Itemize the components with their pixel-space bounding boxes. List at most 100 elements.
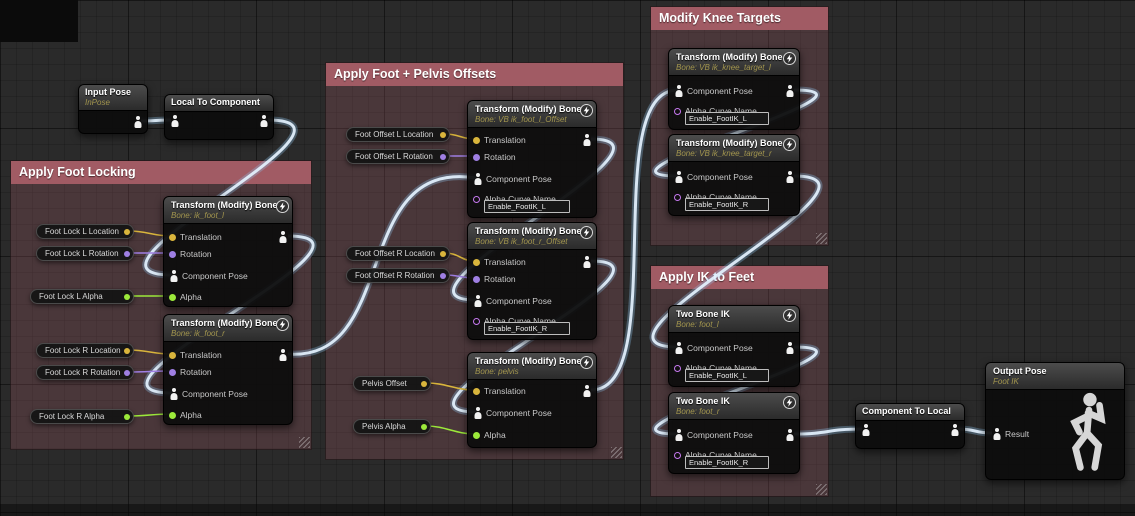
comment-header[interactable]: Apply Foot Locking bbox=[11, 161, 311, 184]
pin-pose-input[interactable] bbox=[170, 114, 179, 128]
node-transform-modify-bone-vb-ik-knee-target-r[interactable]: Transform (Modify) Bone Bone: VB ik_knee… bbox=[668, 134, 800, 216]
node-component-to-local[interactable]: Component To Local bbox=[855, 403, 965, 449]
pin-translation[interactable]: Translation bbox=[169, 348, 222, 362]
pin-component-pose[interactable]: Component Pose bbox=[169, 269, 248, 283]
node-transform-modify-bone-vb-ik-knee-target-l[interactable]: Transform (Modify) Bone Bone: VB ik_knee… bbox=[668, 48, 800, 130]
pin-alpha[interactable]: Alpha bbox=[473, 428, 506, 442]
float-pin-icon[interactable] bbox=[124, 293, 130, 300]
variable-foot-offset-r-rotation[interactable]: Foot Offset R Rotation bbox=[346, 268, 450, 283]
alpha-curve-name-input[interactable] bbox=[484, 322, 570, 335]
pin-alpha-curve-name[interactable]: Alpha Curve Name bbox=[674, 104, 757, 118]
pin-pose-output[interactable] bbox=[278, 230, 287, 244]
pin-result[interactable]: Result bbox=[992, 427, 1029, 441]
pin-pose-output[interactable] bbox=[259, 114, 268, 128]
node-input-pose[interactable]: Input Pose InPose bbox=[78, 84, 148, 134]
alpha-curve-name-input[interactable] bbox=[685, 112, 769, 125]
pin-translation[interactable]: Translation bbox=[473, 133, 526, 147]
pin-pose-output[interactable] bbox=[582, 384, 591, 398]
rotator-pin-icon[interactable] bbox=[440, 272, 446, 279]
node-two-bone-ik-foot-r[interactable]: Two Bone IK Bone: foot_r Component Pose … bbox=[668, 392, 800, 474]
variable-foot-offset-l-location[interactable]: Foot Offset L Location bbox=[346, 127, 450, 142]
pin-alpha[interactable]: Alpha bbox=[169, 408, 202, 422]
alpha-curve-name-input[interactable] bbox=[484, 200, 570, 213]
pin-alpha-curve-name[interactable]: Alpha Curve Name bbox=[473, 314, 556, 328]
node-two-bone-ik-foot-l[interactable]: Two Bone IK Bone: foot_l Component Pose … bbox=[668, 305, 800, 387]
comment-header[interactable]: Modify Knee Targets bbox=[651, 7, 828, 30]
pin-pose-output[interactable] bbox=[582, 133, 591, 147]
pin-pose-output[interactable] bbox=[950, 423, 959, 437]
variable-foot-lock-r-alpha[interactable]: Foot Lock R Alpha bbox=[30, 409, 134, 424]
name-pin-icon bbox=[674, 451, 681, 459]
node-title: Input Pose bbox=[85, 87, 132, 97]
pin-alpha[interactable]: Alpha bbox=[169, 290, 202, 304]
pin-component-pose[interactable]: Component Pose bbox=[674, 170, 753, 184]
variable-foot-lock-l-rotation[interactable]: Foot Lock L Rotation bbox=[36, 246, 134, 261]
variable-foot-lock-r-location[interactable]: Foot Lock R Location bbox=[36, 343, 134, 358]
node-transform-modify-bone-pelvis[interactable]: Transform (Modify) Bone Bone: pelvis Tra… bbox=[467, 352, 597, 448]
pin-component-pose[interactable]: Component Pose bbox=[674, 341, 753, 355]
float-pin-icon[interactable] bbox=[421, 423, 427, 430]
pin-rotation[interactable]: Rotation bbox=[169, 365, 212, 379]
variable-foot-offset-r-location[interactable]: Foot Offset R Location bbox=[346, 246, 450, 261]
comment-header[interactable]: Apply Foot + Pelvis Offsets bbox=[326, 63, 623, 86]
pin-rotation[interactable]: Rotation bbox=[473, 272, 516, 286]
pin-label: Alpha bbox=[180, 292, 202, 302]
variable-pelvis-offset[interactable]: Pelvis Offset bbox=[353, 376, 431, 391]
vector-pin-icon[interactable] bbox=[124, 347, 130, 354]
variable-foot-offset-l-rotation[interactable]: Foot Offset L Rotation bbox=[346, 149, 450, 164]
node-header: Two Bone IK Bone: foot_r bbox=[669, 393, 799, 420]
node-local-to-component[interactable]: Local To Component bbox=[164, 94, 274, 140]
pin-pose-output[interactable] bbox=[785, 341, 794, 355]
pin-translation[interactable]: Translation bbox=[169, 230, 222, 244]
pin-pose-output[interactable] bbox=[133, 115, 142, 129]
node-transform-modify-bone-ik-foot-l[interactable]: Transform (Modify) Bone Bone: ik_foot_l … bbox=[163, 196, 293, 307]
alpha-curve-name-input[interactable] bbox=[685, 456, 769, 469]
node-output-pose[interactable]: Output Pose Foot IK Result bbox=[985, 362, 1125, 480]
pin-pose-output[interactable] bbox=[278, 348, 287, 362]
variable-pelvis-alpha[interactable]: Pelvis Alpha bbox=[353, 419, 431, 434]
alpha-curve-name-input[interactable] bbox=[685, 369, 769, 382]
pin-pose-output[interactable] bbox=[785, 170, 794, 184]
pin-pose-input[interactable] bbox=[861, 423, 870, 437]
variable-foot-lock-r-rotation[interactable]: Foot Lock R Rotation bbox=[36, 365, 134, 380]
pin-rotation[interactable]: Rotation bbox=[473, 150, 516, 164]
variable-label: Foot Offset L Rotation bbox=[355, 152, 433, 161]
pin-alpha-curve-name[interactable]: Alpha Curve Name bbox=[674, 190, 757, 204]
vector-pin-icon[interactable] bbox=[440, 131, 446, 138]
float-pin-icon[interactable] bbox=[124, 413, 130, 420]
pin-translation[interactable]: Translation bbox=[473, 255, 526, 269]
float-pin-icon bbox=[473, 431, 480, 439]
node-transform-modify-bone-vb-ik-foot-r-offset[interactable]: Transform (Modify) Bone Bone: VB ik_foot… bbox=[467, 222, 597, 340]
pin-translation[interactable]: Translation bbox=[473, 384, 526, 398]
vector-pin-icon[interactable] bbox=[124, 228, 130, 235]
vector-pin-icon[interactable] bbox=[440, 250, 446, 257]
rotator-pin-icon[interactable] bbox=[124, 250, 130, 257]
pin-component-pose[interactable]: Component Pose bbox=[473, 294, 552, 308]
pin-component-pose[interactable]: Component Pose bbox=[169, 387, 248, 401]
pin-pose-output[interactable] bbox=[785, 84, 794, 98]
rotator-pin-icon[interactable] bbox=[440, 153, 446, 160]
pin-pose-output[interactable] bbox=[785, 428, 794, 442]
node-header: Transform (Modify) Bone Bone: VB ik_knee… bbox=[669, 135, 799, 162]
comment-header[interactable]: Apply IK to Feet bbox=[651, 266, 828, 289]
pin-label: Alpha Curve Name bbox=[685, 450, 757, 460]
node-header: Component To Local bbox=[856, 404, 964, 421]
rotator-pin-icon[interactable] bbox=[124, 369, 130, 376]
pin-alpha-curve-name[interactable]: Alpha Curve Name bbox=[674, 448, 757, 462]
pose-pin-icon bbox=[785, 429, 794, 441]
pin-component-pose[interactable]: Component Pose bbox=[473, 406, 552, 420]
variable-foot-lock-l-alpha[interactable]: Foot Lock L Alpha bbox=[30, 289, 134, 304]
pin-alpha-curve-name[interactable]: Alpha Curve Name bbox=[473, 192, 556, 206]
node-transform-modify-bone-vb-ik-foot-l-offset[interactable]: Transform (Modify) Bone Bone: VB ik_foot… bbox=[467, 100, 597, 218]
variable-foot-lock-l-location[interactable]: Foot Lock L Location bbox=[36, 224, 134, 239]
pin-rotation[interactable]: Rotation bbox=[169, 247, 212, 261]
alpha-curve-name-input[interactable] bbox=[685, 198, 769, 211]
node-transform-modify-bone-ik-foot-r[interactable]: Transform (Modify) Bone Bone: ik_foot_r … bbox=[163, 314, 293, 425]
pin-component-pose[interactable]: Component Pose bbox=[674, 84, 753, 98]
pin-pose-output[interactable] bbox=[582, 255, 591, 269]
pin-alpha-curve-name[interactable]: Alpha Curve Name bbox=[674, 361, 757, 375]
pin-component-pose[interactable]: Component Pose bbox=[473, 172, 552, 186]
pin-component-pose[interactable]: Component Pose bbox=[674, 428, 753, 442]
vector-pin-icon[interactable] bbox=[421, 380, 427, 387]
